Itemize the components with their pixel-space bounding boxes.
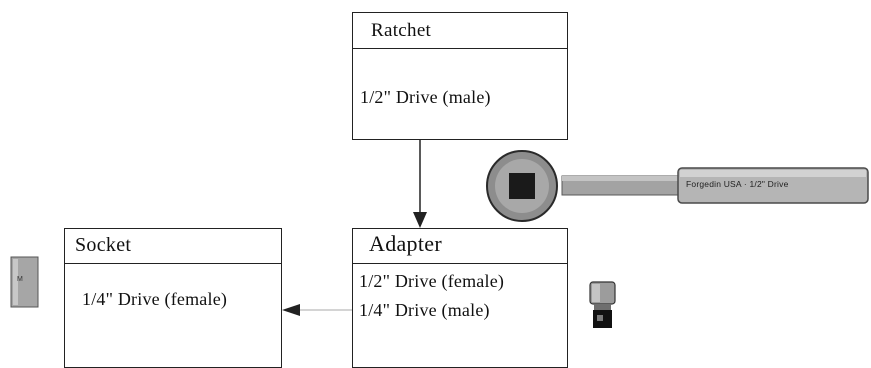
socket-class-title: Socket bbox=[65, 229, 281, 264]
ratchet-drive-attribute: 1/2" Drive (male) bbox=[360, 85, 491, 109]
adapter-image bbox=[588, 280, 618, 331]
adapter-female-drive-attribute: 1/2" Drive (female) bbox=[359, 269, 504, 293]
socket-class-box: Socket 1/4" Drive (female) bbox=[64, 228, 282, 368]
adapter-to-socket-arrowhead bbox=[282, 304, 300, 316]
adapter-class-box: Adapter 1/2" Drive (female) 1/4" Drive (… bbox=[352, 228, 568, 368]
adapter-male-drive-attribute: 1/4" Drive (male) bbox=[359, 298, 490, 322]
socket-size-label: M bbox=[17, 276, 23, 283]
ratchet-to-adapter-arrowhead bbox=[413, 212, 427, 228]
socket-image bbox=[10, 256, 40, 308]
adapter-class-title: Adapter bbox=[353, 229, 567, 264]
socket-drive-attribute: 1/4" Drive (female) bbox=[82, 287, 227, 311]
ratchet-brand-label: Forgedin USA · 1/2" Drive bbox=[686, 179, 789, 189]
ratchet-wrench-image bbox=[482, 150, 871, 222]
ratchet-class-title: Ratchet bbox=[353, 13, 567, 49]
ratchet-class-box: Ratchet 1/2" Drive (male) bbox=[352, 12, 568, 140]
